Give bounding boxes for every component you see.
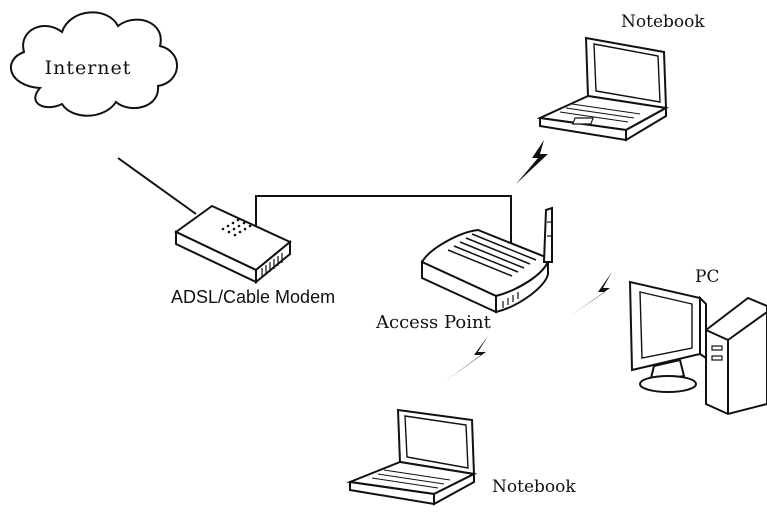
internet-modem-link (118, 158, 196, 214)
internet-cloud: Internet (11, 12, 177, 115)
access-point-label: Access Point (375, 312, 492, 333)
wireless-bolt-icon (570, 272, 612, 316)
pc-label: PC (695, 267, 719, 287)
pc-icon (630, 282, 767, 414)
notebook-bottom-icon (350, 410, 474, 504)
notebook-top-icon (540, 38, 666, 140)
wireless-bolt-icon (444, 336, 488, 382)
notebook-top-label: Notebook (621, 12, 705, 32)
access-point-icon (422, 208, 552, 312)
notebook-bottom-label: Notebook (492, 477, 576, 497)
wireless-bolt-icon (516, 140, 548, 184)
internet-label: Internet (45, 57, 132, 79)
modem-label: ADSL/Cable Modem (171, 287, 335, 307)
modem-icon (176, 206, 290, 282)
antenna-icon (544, 208, 552, 262)
